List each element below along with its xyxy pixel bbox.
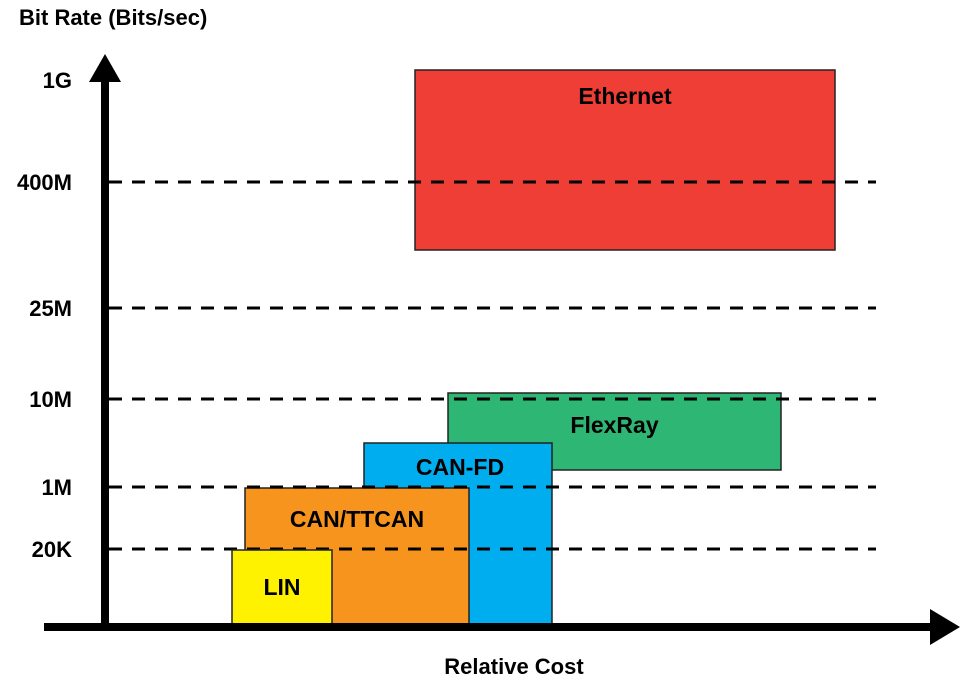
y-axis-line <box>101 80 109 628</box>
region-label: CAN/TTCAN <box>290 506 424 532</box>
region-box-lin <box>231 549 333 626</box>
region-label: CAN-FD <box>416 454 504 480</box>
y-tick-label: 10M <box>29 387 72 412</box>
y-tick-label: 1M <box>41 475 72 500</box>
x-axis-arrow <box>930 609 960 645</box>
y-axis-label: Bit Rate (Bits/sec) <box>19 5 207 30</box>
y-tick-label: 25M <box>29 296 72 321</box>
x-axis-label: Relative Cost <box>444 654 584 679</box>
region-label: FlexRay <box>570 412 658 438</box>
y-axis-arrow <box>89 54 121 82</box>
y-tick-label: 20K <box>32 537 72 562</box>
y-tick-label: 1G <box>43 68 72 93</box>
y-tick-label: 400M <box>17 170 72 195</box>
region-label: LIN <box>263 574 300 600</box>
region-label: Ethernet <box>578 83 672 109</box>
region-box-ethernet <box>414 69 836 251</box>
x-axis-line <box>44 623 934 631</box>
